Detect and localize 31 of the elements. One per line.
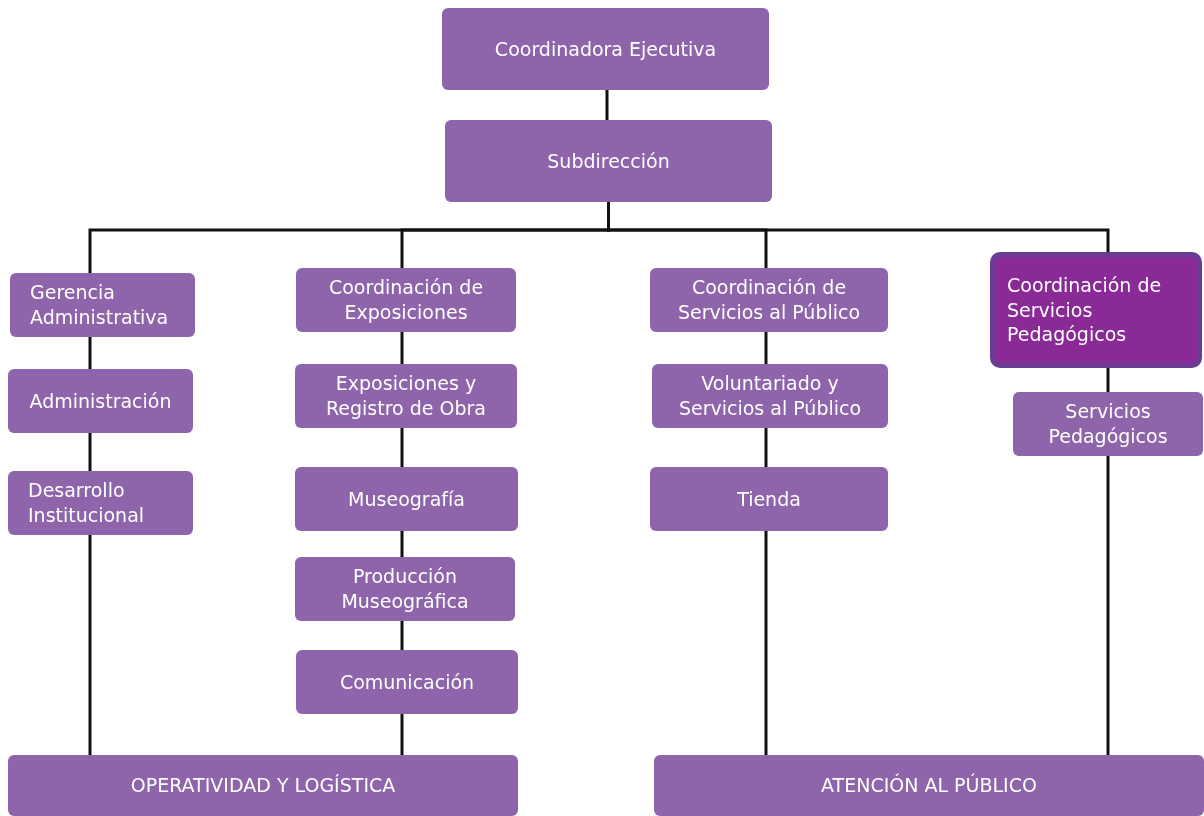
org-unit-box: Voluntariado y Servicios al Público [652,364,888,428]
org-unit-box: Administración [8,369,193,433]
org-unit-box: Servicios Pedagógicos [1013,392,1203,456]
org-unit-box: OPERATIVIDAD Y LOGÍSTICA [8,755,518,816]
org-unit-box: Tienda [650,467,888,531]
org-unit-box: Coordinación de Exposiciones [296,268,516,332]
connector-line [88,535,92,755]
connector-line [400,332,404,364]
org-unit-box: ATENCIÓN AL PÚBLICO [654,755,1204,816]
connector-line [1106,368,1110,392]
connector-line [88,337,92,369]
connector-line [764,332,768,364]
org-unit-box: Subdirección [445,120,772,202]
org-unit-box: Gerencia Administrativa [10,273,195,337]
org-unit-box: Desarrollo Institucional [8,471,193,535]
connector-line [764,428,768,467]
org-unit-box: Comunicación [296,650,518,714]
connector-line [400,714,404,755]
connector-line [88,433,92,471]
org-unit-box: Coordinadora Ejecutiva [442,8,769,90]
connector-line [764,531,768,755]
connector-line [400,428,404,467]
org-unit-box: Museografía [295,467,518,531]
connector-line [400,621,404,650]
connector-line [400,531,404,557]
connector-line [605,90,609,120]
connector-line [1106,456,1110,755]
org-unit-box: Coordinación de Servicios Pedagógicos [990,252,1202,368]
org-unit-box: Coordinación de Servicios al Público [650,268,888,332]
org-unit-box: Exposiciones y Registro de Obra [295,364,517,428]
org-unit-box: Producción Museográfica [295,557,515,621]
